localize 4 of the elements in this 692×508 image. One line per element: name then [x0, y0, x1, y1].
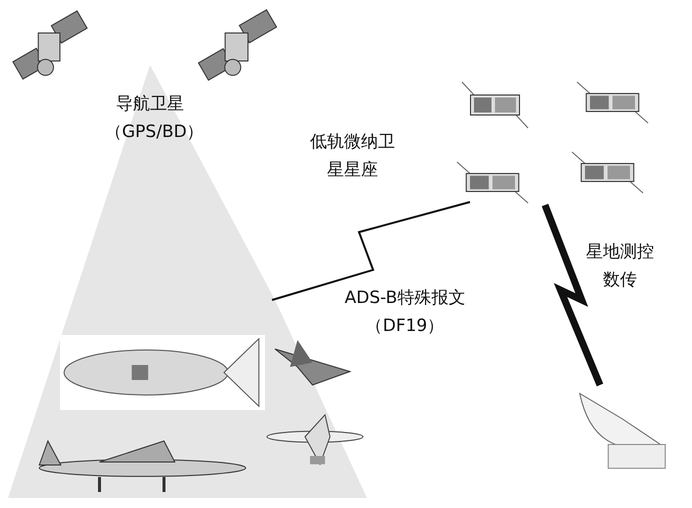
caption-text: 低轨微纳卫星星座 — [309, 131, 396, 182]
lightning-link — [542, 204, 604, 386]
lightning-link — [272, 201, 470, 301]
caption-text: 导航卫星（GPS/BD） — [105, 93, 195, 144]
